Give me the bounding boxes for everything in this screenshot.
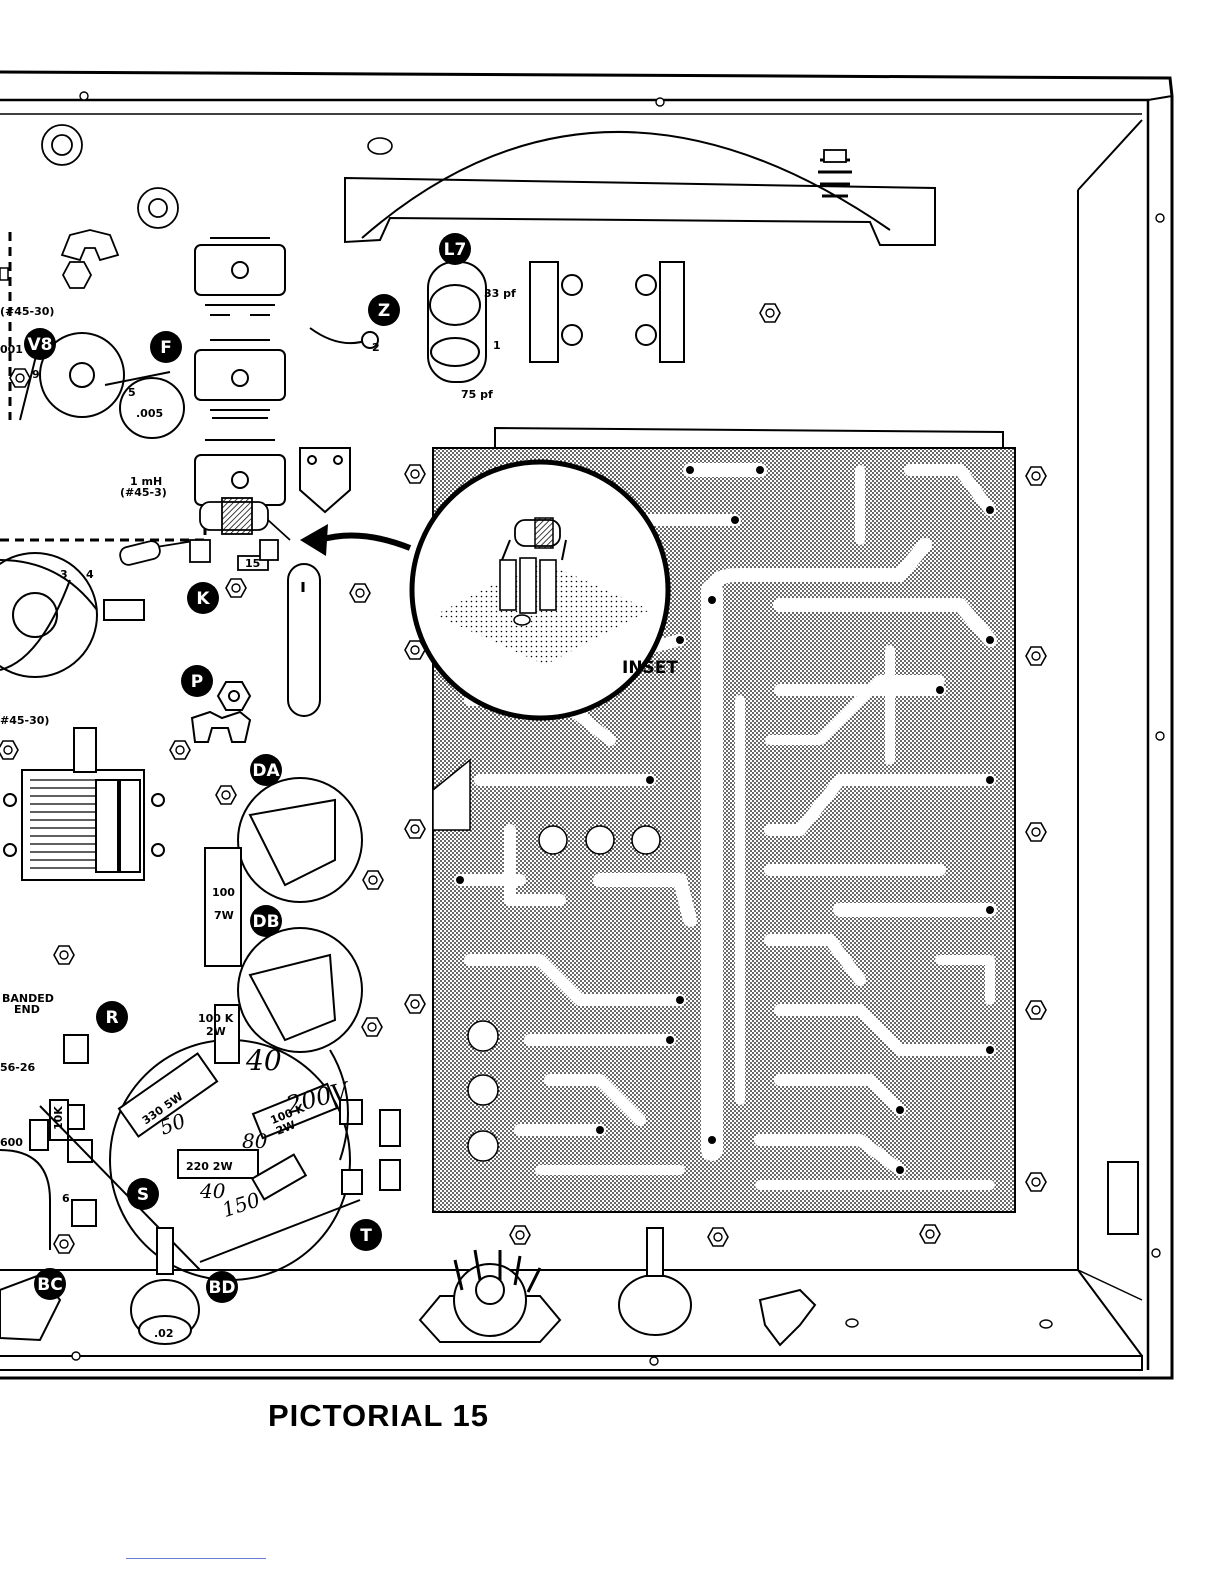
svg-text:DA: DA bbox=[252, 761, 280, 781]
callout-t: T bbox=[350, 1219, 382, 1251]
svg-text:2: 2 bbox=[372, 341, 380, 354]
svg-text:4: 4 bbox=[86, 568, 94, 581]
callout-z: Z bbox=[368, 294, 400, 326]
svg-text:BD: BD bbox=[208, 1278, 235, 1298]
callout-l7: L7 bbox=[439, 233, 471, 265]
svg-text:40: 40 bbox=[245, 1044, 282, 1077]
svg-text:(#45-3): (#45-3) bbox=[120, 486, 167, 499]
svg-text:001: 001 bbox=[0, 343, 23, 356]
callout-bc: BC bbox=[34, 1268, 66, 1300]
callout-s: S bbox=[127, 1178, 159, 1210]
svg-text:2W: 2W bbox=[206, 1025, 226, 1038]
coil-l7 bbox=[310, 262, 684, 382]
svg-text:15: 15 bbox=[245, 557, 260, 570]
svg-text:T: T bbox=[360, 1226, 372, 1246]
svg-text:V8: V8 bbox=[28, 335, 53, 355]
svg-text:R: R bbox=[105, 1008, 118, 1028]
svg-text:.02: .02 bbox=[154, 1327, 174, 1340]
callout-bd: BD bbox=[206, 1271, 238, 1303]
inset-label: INSET bbox=[622, 658, 678, 678]
callout-k: K bbox=[187, 582, 219, 614]
svg-text:75 pf: 75 pf bbox=[461, 388, 493, 401]
svg-text:END: END bbox=[14, 1003, 40, 1016]
svg-text:6: 6 bbox=[62, 1192, 70, 1205]
svg-text:3: 3 bbox=[60, 568, 68, 581]
callout-p: P bbox=[181, 665, 213, 697]
svg-text:5: 5 bbox=[128, 386, 136, 399]
coil-assembly bbox=[4, 728, 164, 880]
figure-caption: PICTORIAL 15 bbox=[268, 1398, 489, 1434]
svg-text:F: F bbox=[160, 338, 172, 358]
svg-text:600: 600 bbox=[0, 1136, 23, 1149]
svg-text:L7: L7 bbox=[444, 240, 467, 260]
callout-db: DB bbox=[250, 905, 282, 937]
svg-text:7W: 7W bbox=[214, 909, 234, 922]
svg-text:10K: 10K bbox=[52, 1106, 65, 1130]
svg-text:DB: DB bbox=[252, 912, 279, 932]
svg-text:150: 150 bbox=[219, 1187, 263, 1222]
rotary-switch-left bbox=[0, 553, 144, 677]
bottom-rule bbox=[126, 1558, 266, 1559]
callout-v8: V8 bbox=[24, 328, 56, 360]
svg-text:S: S bbox=[137, 1185, 149, 1205]
svg-text:(#45-30): (#45-30) bbox=[0, 305, 54, 318]
svg-text:56-26: 56-26 bbox=[0, 1061, 36, 1074]
svg-text:33 pf: 33 pf bbox=[484, 287, 516, 300]
svg-text:80: 80 bbox=[242, 1129, 268, 1153]
svg-text:.005: .005 bbox=[136, 407, 163, 420]
svg-text:K: K bbox=[196, 589, 210, 609]
svg-text:1: 1 bbox=[493, 339, 501, 352]
svg-text:100 K: 100 K bbox=[198, 1012, 234, 1025]
terminal-lugs bbox=[192, 238, 350, 742]
tube-socket-s bbox=[30, 1005, 400, 1280]
svg-text:Z: Z bbox=[378, 301, 390, 321]
svg-text:220 2W: 220 2W bbox=[186, 1160, 233, 1173]
callout-da: DA bbox=[250, 754, 282, 786]
svg-text:100: 100 bbox=[212, 886, 235, 899]
svg-text:9: 9 bbox=[32, 368, 40, 381]
callout-r: R bbox=[96, 1001, 128, 1033]
svg-text:BC: BC bbox=[37, 1275, 62, 1295]
svg-text:P: P bbox=[191, 672, 203, 692]
callout-f: F bbox=[150, 331, 182, 363]
svg-text:#45-30): #45-30) bbox=[0, 714, 49, 727]
